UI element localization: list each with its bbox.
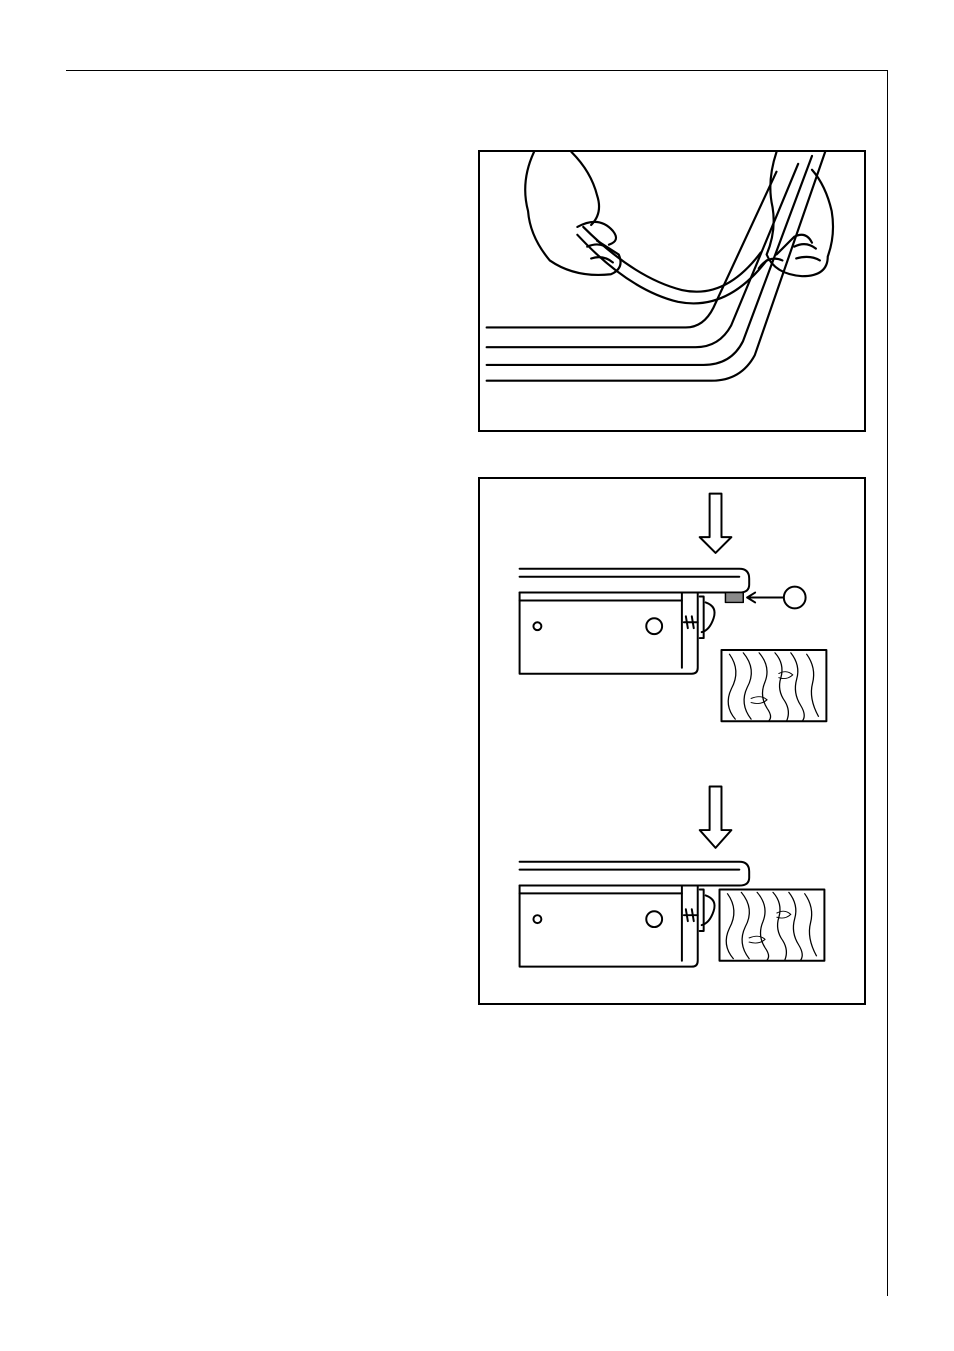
seal-strip-block (725, 593, 743, 603)
left-hand-icon (525, 152, 620, 275)
seal-strip (577, 227, 766, 304)
worktop-block (721, 650, 826, 721)
step-two (520, 787, 825, 967)
arrow-down-icon (700, 494, 732, 553)
callout-arrow-icon (747, 593, 783, 603)
hob-panel (520, 569, 750, 674)
seal-fitting-illustration (478, 150, 866, 432)
arrow-down-icon (700, 787, 732, 848)
step-one (520, 494, 827, 722)
worktop-block (720, 889, 825, 960)
callout-circle (784, 587, 806, 609)
hob-mounting-drawing (480, 479, 864, 1003)
seal-fitting-drawing (480, 152, 864, 430)
hob-panel (520, 862, 750, 967)
top-rule (66, 70, 888, 71)
right-margin-rule (887, 70, 888, 1296)
hob-mounting-illustration (478, 477, 866, 1005)
